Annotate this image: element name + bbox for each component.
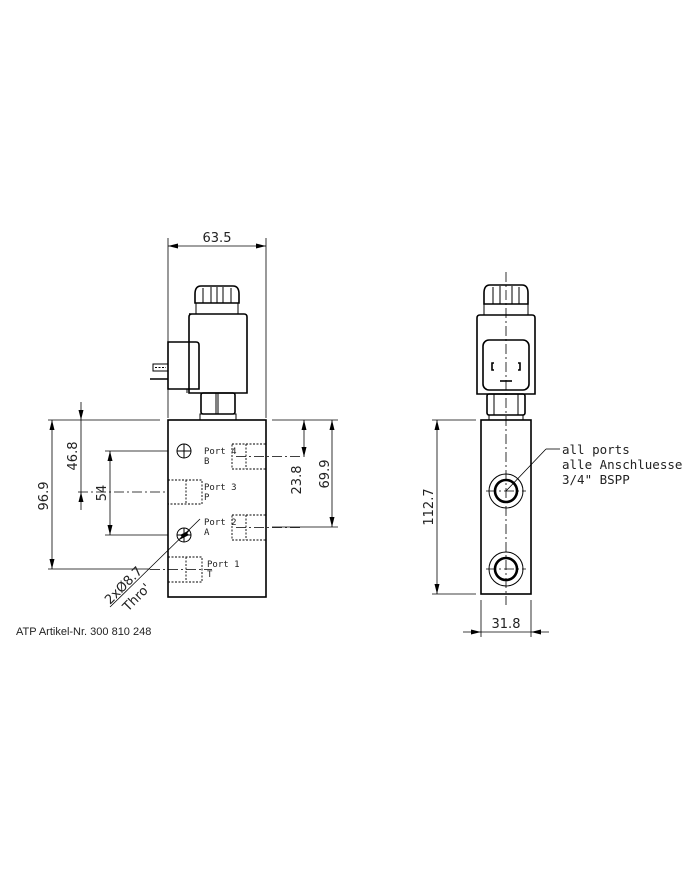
port-note: all ports alle Anschluesse 3/4" BSPP [505,442,682,492]
solenoid-nut [194,285,240,315]
dim-label: 63.5 [203,231,232,246]
svg-text:46.8: 46.8 [66,442,81,471]
dimension-width-63-5: 63.5 [167,231,267,418]
dimension-31-8: 31.8 [463,600,549,637]
port-label: Port 2 [204,518,237,528]
dimension-46-8: 46.8 [66,402,84,510]
dimension-69-9: 69.9 [318,420,335,527]
port-label: Port 1 [207,560,240,570]
side-valve-body [480,419,532,595]
port-3-hidden: Port 3 P [167,479,237,505]
svg-text:69.9: 69.9 [318,460,333,489]
hole-leader: 2xØ8.7 Thro' [102,518,201,616]
dimension-54: 54 [95,451,113,535]
front-view: 63.5 [37,231,338,616]
side-hex-nut [486,393,526,421]
article-number-caption: ATP Artikel-Nr. 300 810 248 [16,626,152,638]
note-line-3: 3/4" BSPP [562,472,630,487]
port-letter: P [204,493,210,503]
svg-text:23.8: 23.8 [290,466,305,495]
dimension-23-8: 23.8 [290,420,307,494]
mounting-hole-top [176,443,192,459]
svg-text:31.8: 31.8 [492,617,521,632]
side-port-lower [486,551,526,587]
dimension-96-9: 96.9 [37,420,55,569]
port-4-hidden: Port 4 B [204,443,300,470]
port-letter: B [204,457,209,467]
note-line-1: all ports [562,442,630,457]
port-letter: A [204,528,210,538]
valve-body [167,419,267,598]
port-2-hidden: Port 2 A [204,514,300,541]
note-line-2: alle Anschluesse [562,457,682,472]
port-1-hidden: Port 1 T [150,556,240,583]
svg-text:96.9: 96.9 [37,482,52,511]
svg-text:112.7: 112.7 [422,488,437,525]
port-letter: T [207,570,213,580]
port-label: Port 4 [204,447,237,457]
side-view: all ports alle Anschluesse 3/4" BSPP 112… [422,272,682,637]
solenoid-coil [150,313,248,394]
hex-nut [199,392,237,421]
svg-text:54: 54 [95,485,110,502]
port-label: Port 3 [204,483,237,493]
side-solenoid-coil [476,314,536,395]
dimension-112-7: 112.7 [422,419,476,595]
